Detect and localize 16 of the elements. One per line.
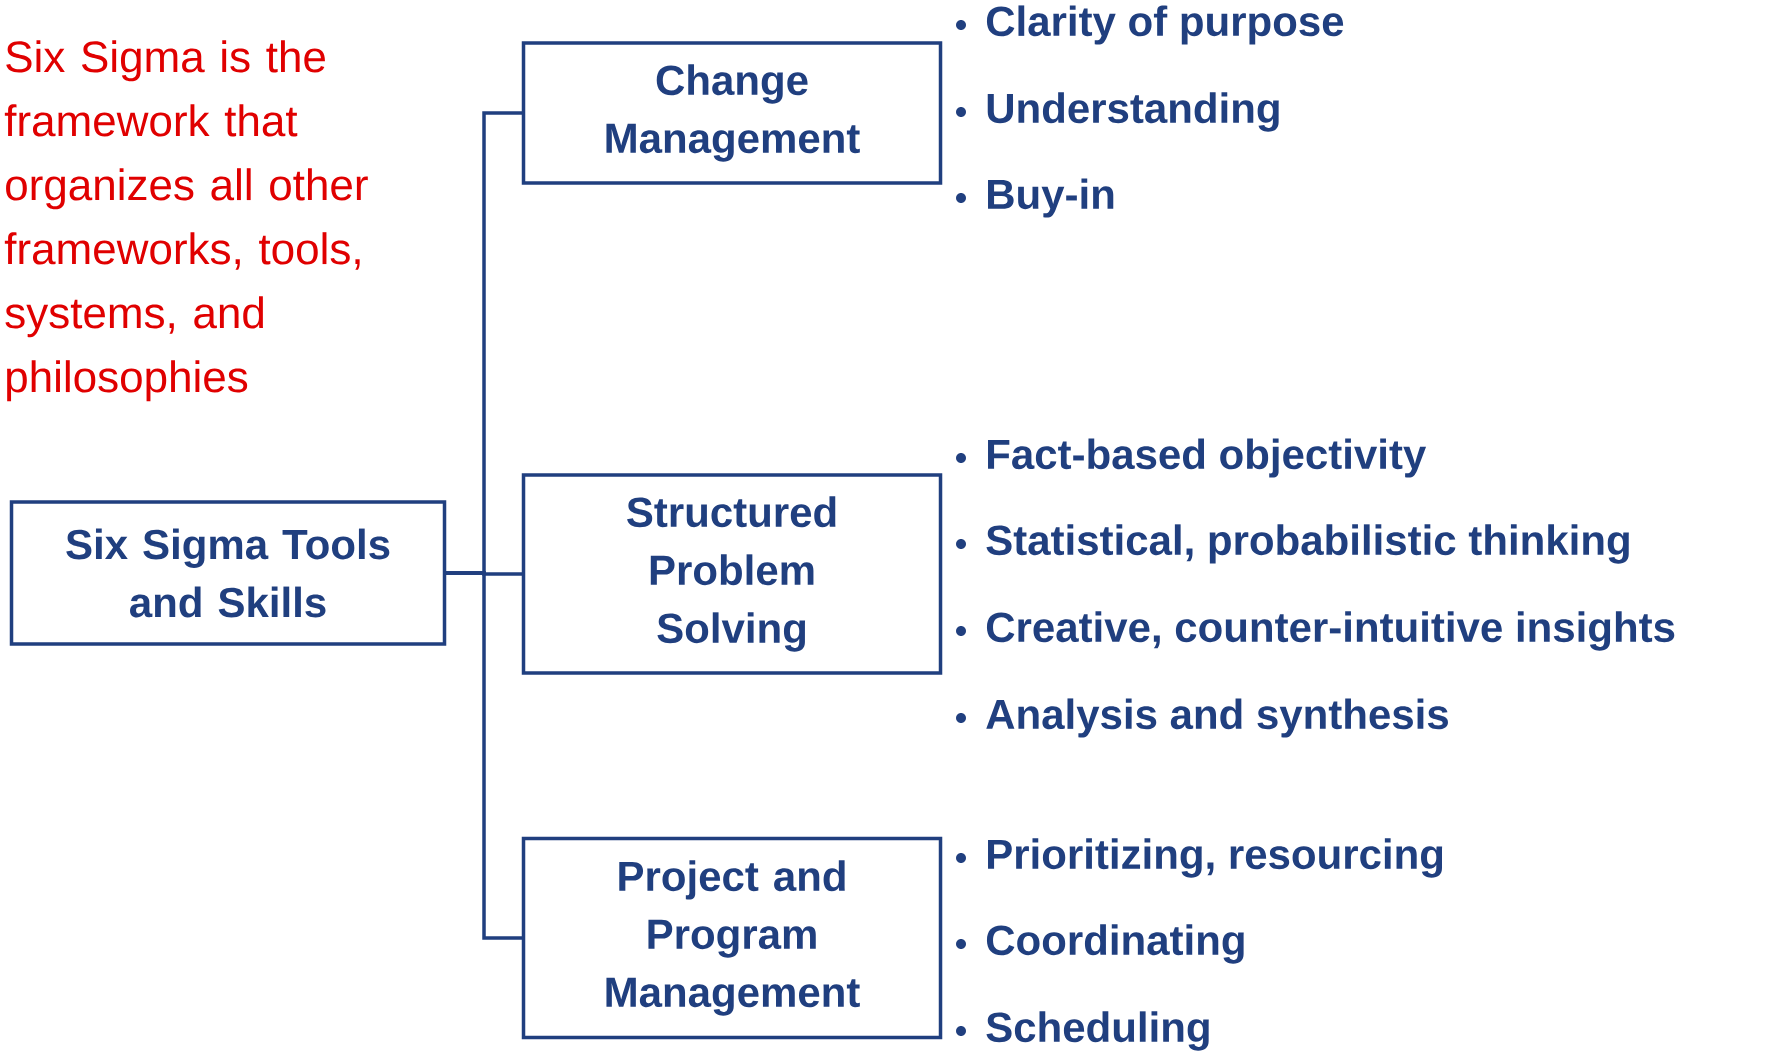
bullet-item: Fact-based objectivity: [988, 438, 1427, 478]
note-text: Six Sigma is the framework that organizes all other frameworks, tools, systems, and philosophies: [4, 40, 368, 402]
bullet-item: Clarity of purpose: [986, 5, 1344, 45]
bullet-item: Coordinating: [986, 924, 1244, 964]
text-box: Change Management: [521, 41, 943, 185]
text-box: Project and Program Management: [521, 836, 943, 1040]
bullet-item: Understanding: [987, 92, 1279, 132]
bullet-item: Analysis and synthesis: [986, 698, 1448, 738]
bullet-item: Prioritizing, resourcing: [988, 838, 1443, 878]
bullet-item: Creative, counter-intuitive insights: [986, 611, 1675, 651]
connector-line: [444, 571, 524, 940]
bullet-item: Buy-in: [988, 178, 1114, 218]
text-box: Six Sigma Tools and Skills: [9, 500, 447, 646]
bullet-item: Scheduling: [986, 1011, 1209, 1051]
text-box: Structured Problem Solving: [521, 473, 943, 675]
bullet-item: Statistical, probabilistic thinking: [986, 524, 1629, 564]
